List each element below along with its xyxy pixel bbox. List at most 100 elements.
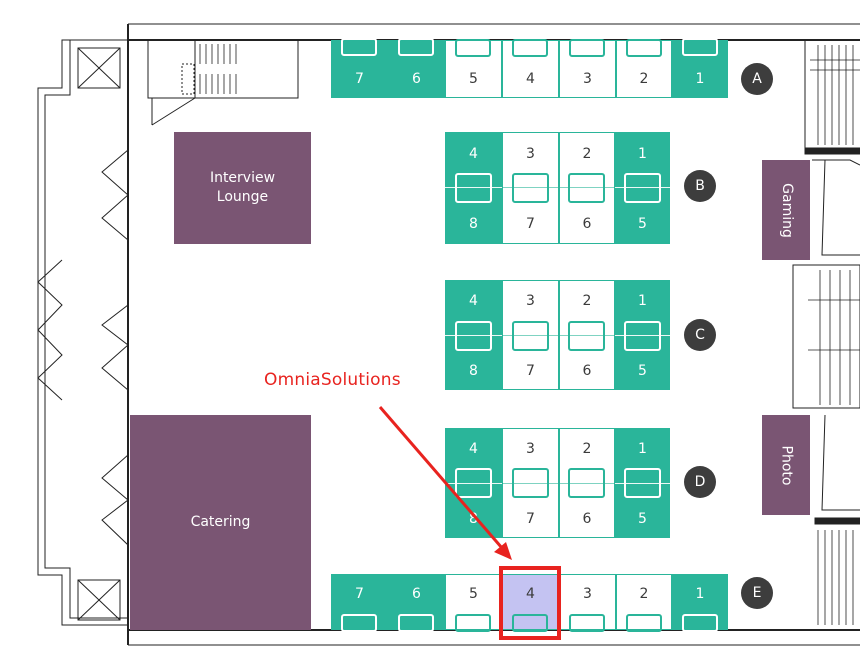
booth-number: 5 (469, 586, 478, 602)
booth-number: 4 (469, 146, 478, 162)
room-interview-lounge-label: Interview Lounge (209, 170, 276, 205)
booth-number: 2 (582, 293, 592, 309)
booth-table (624, 173, 661, 203)
booth-table (512, 468, 549, 498)
booth-divider (615, 483, 670, 484)
booth-table (568, 468, 605, 498)
booth-number: 3 (526, 441, 535, 457)
booth-number: 3 (526, 146, 535, 162)
booth-table (568, 173, 605, 203)
booth-number: 1 (695, 586, 705, 602)
booth-number: 7 (355, 71, 364, 87)
booth-number: 4 (526, 71, 535, 87)
booth-number: 1 (638, 441, 647, 457)
row-label-e: E (741, 577, 773, 609)
booth-table (455, 173, 492, 203)
booth-number: 2 (639, 586, 649, 602)
highlight-box (499, 566, 561, 640)
booth-number: 6 (412, 586, 421, 602)
booth-number: 2 (639, 71, 649, 87)
booth-number: 4 (469, 293, 478, 309)
booth-divider (615, 335, 670, 336)
room-gaming[interactable]: Gaming (762, 160, 810, 260)
booth-table (624, 321, 661, 351)
booth-number: 1 (695, 71, 705, 87)
annotation-label: OmniaSolutions (264, 370, 401, 390)
booth-table (341, 38, 377, 56)
row-label-d: D (684, 466, 716, 498)
booth-number: 5 (469, 71, 478, 87)
booth-number: 7 (526, 511, 535, 527)
booth-e7[interactable]: 7 (331, 574, 388, 632)
booth-a1[interactable]: 1 (672, 38, 728, 98)
booth-e3[interactable]: 3 (559, 574, 616, 632)
booth-table (626, 39, 662, 57)
booth-a6[interactable]: 6 (388, 38, 445, 98)
row-label-b: B (684, 170, 716, 202)
booth-e2[interactable]: 2 (616, 574, 672, 632)
booth-number: 6 (412, 71, 421, 87)
booth-table (398, 614, 434, 632)
booth-number: 8 (469, 511, 478, 527)
booth-b3-b7[interactable]: 3 7 (502, 132, 559, 244)
booth-number: 1 (638, 293, 647, 309)
booth-table (568, 321, 605, 351)
booth-number: 6 (582, 363, 592, 379)
booth-number: 7 (355, 586, 364, 602)
booth-number: 6 (582, 216, 592, 232)
booth-table (398, 38, 434, 56)
booth-table (512, 614, 548, 632)
booth-divider (615, 187, 670, 188)
booth-number: 2 (582, 146, 592, 162)
booth-e1[interactable]: 1 (672, 574, 728, 632)
booth-table (682, 614, 718, 632)
booth-number: 6 (582, 511, 592, 527)
booth-e6[interactable]: 6 (388, 574, 445, 632)
booth-a4[interactable]: 4 (502, 39, 559, 98)
booth-number: 3 (583, 586, 592, 602)
booth-a5[interactable]: 5 (445, 39, 502, 98)
booth-number: 3 (526, 293, 535, 309)
booth-table (569, 614, 605, 632)
booth-divider (445, 187, 502, 188)
row-label-c: C (684, 319, 716, 351)
booth-divider (502, 483, 615, 484)
booth-table (512, 39, 548, 57)
booth-number: 7 (526, 216, 535, 232)
booth-number: 7 (526, 363, 535, 379)
booth-number: 2 (582, 441, 592, 457)
booth-b4-b8[interactable]: 4 8 (445, 132, 502, 244)
booth-number: 5 (638, 511, 647, 527)
room-catering-label: Catering (190, 514, 251, 530)
booth-a2[interactable]: 2 (616, 39, 672, 98)
booth-table (512, 173, 549, 203)
booth-a3[interactable]: 3 (559, 39, 616, 98)
booth-a7[interactable]: 7 (331, 38, 388, 98)
booth-table (569, 39, 605, 57)
booth-number: 8 (469, 216, 478, 232)
booth-table (455, 321, 492, 351)
booth-number: 5 (638, 216, 647, 232)
booth-table (341, 614, 377, 632)
booth-number: 1 (638, 146, 647, 162)
booth-table (455, 39, 491, 57)
booth-number: 8 (469, 363, 478, 379)
room-catering[interactable]: Catering (130, 415, 311, 630)
booth-number: 3 (583, 71, 592, 87)
room-photo[interactable]: Photo (762, 415, 810, 515)
booth-table (455, 468, 492, 498)
booth-divider (445, 335, 502, 336)
booth-divider (502, 335, 615, 336)
booth-table (626, 614, 662, 632)
row-label-a: A (741, 63, 773, 95)
booth-divider (445, 483, 502, 484)
booth-number: 4 (526, 586, 535, 602)
booth-number: 5 (638, 363, 647, 379)
booth-divider (502, 187, 615, 188)
booth-table (624, 468, 661, 498)
booth-table (512, 321, 549, 351)
room-interview-lounge[interactable]: Interview Lounge (174, 132, 311, 244)
